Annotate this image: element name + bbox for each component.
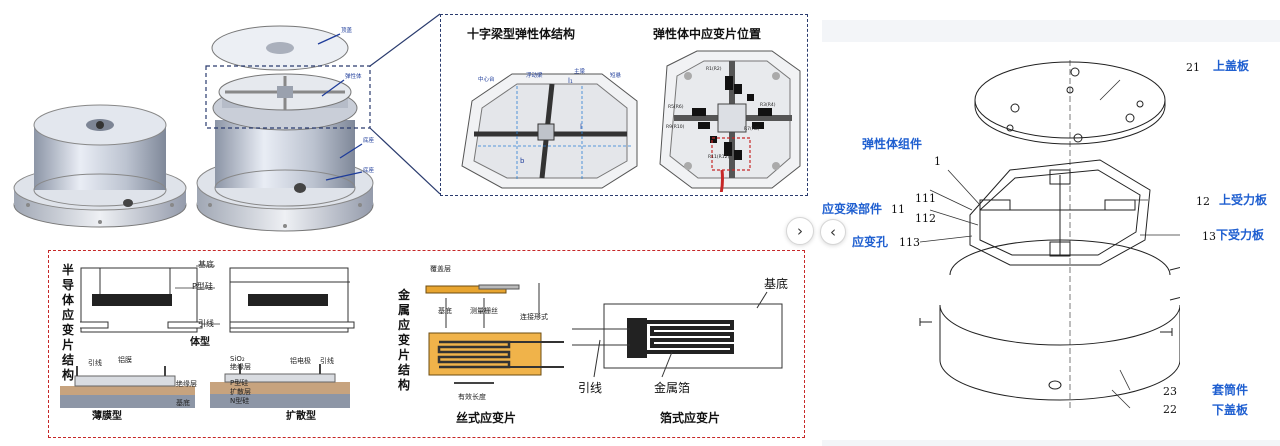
diff-label-lead: 引线 <box>320 357 334 365</box>
film-diffusion-diagram <box>60 364 350 408</box>
foil-label-metal: 金属箔 <box>654 381 691 395</box>
film-caption: 薄膜型 <box>92 411 122 422</box>
cross-beam-title: 十字梁型弹性体结构 <box>467 27 576 41</box>
diff-caption: 扩散型 <box>286 411 316 422</box>
label-sleeve: 套筒件 <box>1212 383 1249 397</box>
label-113-num: 113 <box>899 236 920 249</box>
bulk-caption: 体型 <box>190 337 210 348</box>
diff-label-sio2: SiO₂ <box>230 355 245 363</box>
gauge-code-1: R1(R2) <box>706 67 722 72</box>
label-elastic-assembly: 弹性体组件 <box>862 137 923 151</box>
wire-label-connect: 连接形式 <box>520 313 548 321</box>
cross-label-main: 主梁 <box>574 69 586 75</box>
film-label-electrode: 铝膜 <box>118 356 132 364</box>
diff-label-insulator: 绝缘层 <box>230 363 251 371</box>
label-111-num: 111 <box>915 192 936 205</box>
label-strain-hole: 应变孔 <box>852 235 889 249</box>
cross-dim-l: l <box>580 123 582 131</box>
film-label-substrate: 基底 <box>176 399 190 407</box>
strain-gauge-types-panel <box>48 250 805 438</box>
wire-label-substrate: 基底 <box>438 307 452 315</box>
next-arrow-button[interactable]: › <box>786 217 814 245</box>
label-12-num: 12 <box>1196 195 1210 208</box>
gauge-position-title: 弹性体中应变片位置 <box>653 27 762 41</box>
wire-caption: 丝式应变片 <box>456 411 517 425</box>
wire-label-cover: 覆盖层 <box>430 265 451 273</box>
wire-label-effective: 有效长度 <box>458 393 486 401</box>
label-22-num: 22 <box>1163 403 1177 416</box>
foil-label-lead: 引线 <box>578 381 603 395</box>
label-13-num: 13 <box>1202 230 1216 243</box>
bulk-label-substrate: 基底 <box>198 260 214 269</box>
label-top-cover: 上盖板 <box>1213 59 1250 73</box>
cross-label-float: 浮动梁 <box>526 73 543 79</box>
cross-beam-diagram <box>461 50 801 192</box>
diff-label-layer: 扩散层 <box>230 388 251 396</box>
bulk-label-lead: 引线 <box>198 319 214 328</box>
cross-label-short: 短悬 <box>610 73 622 79</box>
label-21-num: 21 <box>1186 61 1200 74</box>
exploded-sensor-drawing <box>919 60 1180 410</box>
prev-arrow-button[interactable]: ‹ <box>820 219 846 245</box>
left-figure: 顶盖 弹性体 底座 底座 十字梁型弹性体结构 弹性体中应变片位置 <box>13 13 808 438</box>
metal-vertical-title: 金 属 应 变 片 结 构 <box>398 288 411 392</box>
cross-dim-b: b <box>520 157 525 165</box>
chevron-right-icon: › <box>797 222 803 240</box>
sensor-assembly-illustration <box>13 13 440 232</box>
diff-label-nsi: N型硅 <box>230 397 250 405</box>
film-label-insulator: 绝缘层 <box>176 380 197 388</box>
label-1-num: 1 <box>934 155 941 168</box>
chevron-left-icon: ‹ <box>830 223 836 241</box>
gauge-code-3: R5(R6) <box>668 105 684 110</box>
film-label-lead: 引线 <box>88 359 102 367</box>
label-bottom-cover: 下盖板 <box>1212 403 1249 417</box>
wire-label-grid: 测量栅丝 <box>470 307 498 315</box>
cross-beam-panel <box>440 14 808 196</box>
bulk-label-psi: P型硅 <box>192 282 213 291</box>
label-11-num: 11 <box>891 203 905 216</box>
label-upper-force: 上受力板 <box>1219 193 1268 207</box>
bulk-type-diagram <box>80 265 355 333</box>
foil-caption: 箔式应变片 <box>660 411 721 425</box>
cross-dim-l1: l₁ <box>568 77 573 85</box>
label-23-num: 23 <box>1163 385 1177 398</box>
gauge-code-6: R11(R12) <box>708 155 730 160</box>
label-112-num: 112 <box>915 212 936 225</box>
sensor-label-elastic: 弹性体 <box>345 74 362 80</box>
semiconductor-vertical-title: 半 导 体 应 变 片 结 构 <box>62 263 75 382</box>
sensor-label-base-1: 底座 <box>363 138 375 144</box>
sensor-label-top-cover: 顶盖 <box>341 28 353 34</box>
foil-label-substrate: 基底 <box>764 277 789 291</box>
label-strain-beam: 应变梁部件 <box>822 202 883 216</box>
label-lower-force: 下受力板 <box>1216 228 1265 242</box>
gauge-code-4: R7(R8) <box>744 127 760 132</box>
wire-gauge-diagram <box>425 283 564 384</box>
diff-label-psi: P型硅 <box>230 379 249 387</box>
foil-gauge-diagram <box>572 291 783 378</box>
sensor-label-base-2: 底座 <box>363 168 375 174</box>
cross-label-center: 中心台 <box>478 77 495 83</box>
diff-label-electrode: 铝电极 <box>290 357 311 365</box>
right-figure <box>822 20 1280 446</box>
gauge-code-5: R9(R10) <box>666 125 685 130</box>
gauge-code-2: R3(R4) <box>760 103 776 108</box>
